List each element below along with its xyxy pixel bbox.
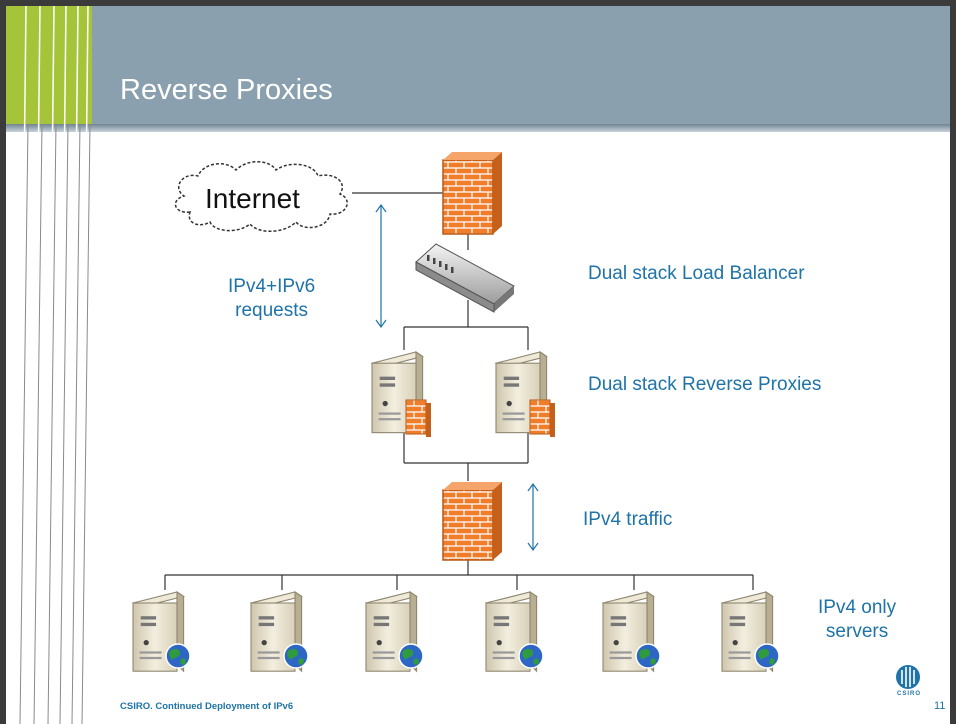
requests-label-line2: requests	[235, 300, 308, 321]
internet-label: Internet	[205, 183, 300, 214]
reverse-proxy-server-icon	[371, 351, 432, 438]
ipv4-server-icon	[485, 591, 544, 672]
servers-label-line1: IPv4 only	[818, 597, 897, 618]
reverse-proxy-server-icon	[495, 351, 556, 438]
servers-label-line2: servers	[825, 621, 889, 642]
footer-text: CSIRO. Continued Deployment of IPv6	[120, 701, 294, 712]
servers-label: IPv4 only servers	[818, 596, 896, 644]
ipv4-traffic-label: IPv4 traffic	[583, 509, 673, 530]
csiro-logo	[896, 665, 920, 689]
header-shadow	[6, 124, 950, 132]
requests-label: IPv4+IPv6 requests	[228, 275, 315, 323]
ipv4-server-icon	[365, 591, 424, 672]
page-number: 11	[934, 700, 946, 712]
internet-cloud-icon	[174, 161, 348, 232]
ipv4-server-icon	[250, 591, 309, 672]
ipv4-server-icon	[602, 591, 661, 672]
decorative-stripes	[6, 6, 92, 724]
logo-text: CSIRO	[897, 691, 922, 697]
firewall-icon	[442, 482, 502, 561]
load-balancer-icon	[415, 243, 515, 313]
slide-title: Reverse Proxies	[120, 74, 333, 106]
load-balancer-label: Dual stack Load Balancer	[588, 263, 805, 284]
double-arrow-icon	[527, 482, 539, 552]
firewall-icon	[442, 152, 502, 235]
ipv4-server-icon	[132, 591, 191, 672]
requests-label-line1: IPv4+IPv6	[228, 276, 316, 297]
connection-lines	[164, 192, 754, 590]
reverse-proxies-label: Dual stack Reverse Proxies	[588, 374, 822, 395]
ipv4-server-icon	[721, 591, 780, 672]
slide-header	[6, 6, 950, 124]
double-arrow-icon	[375, 203, 387, 329]
